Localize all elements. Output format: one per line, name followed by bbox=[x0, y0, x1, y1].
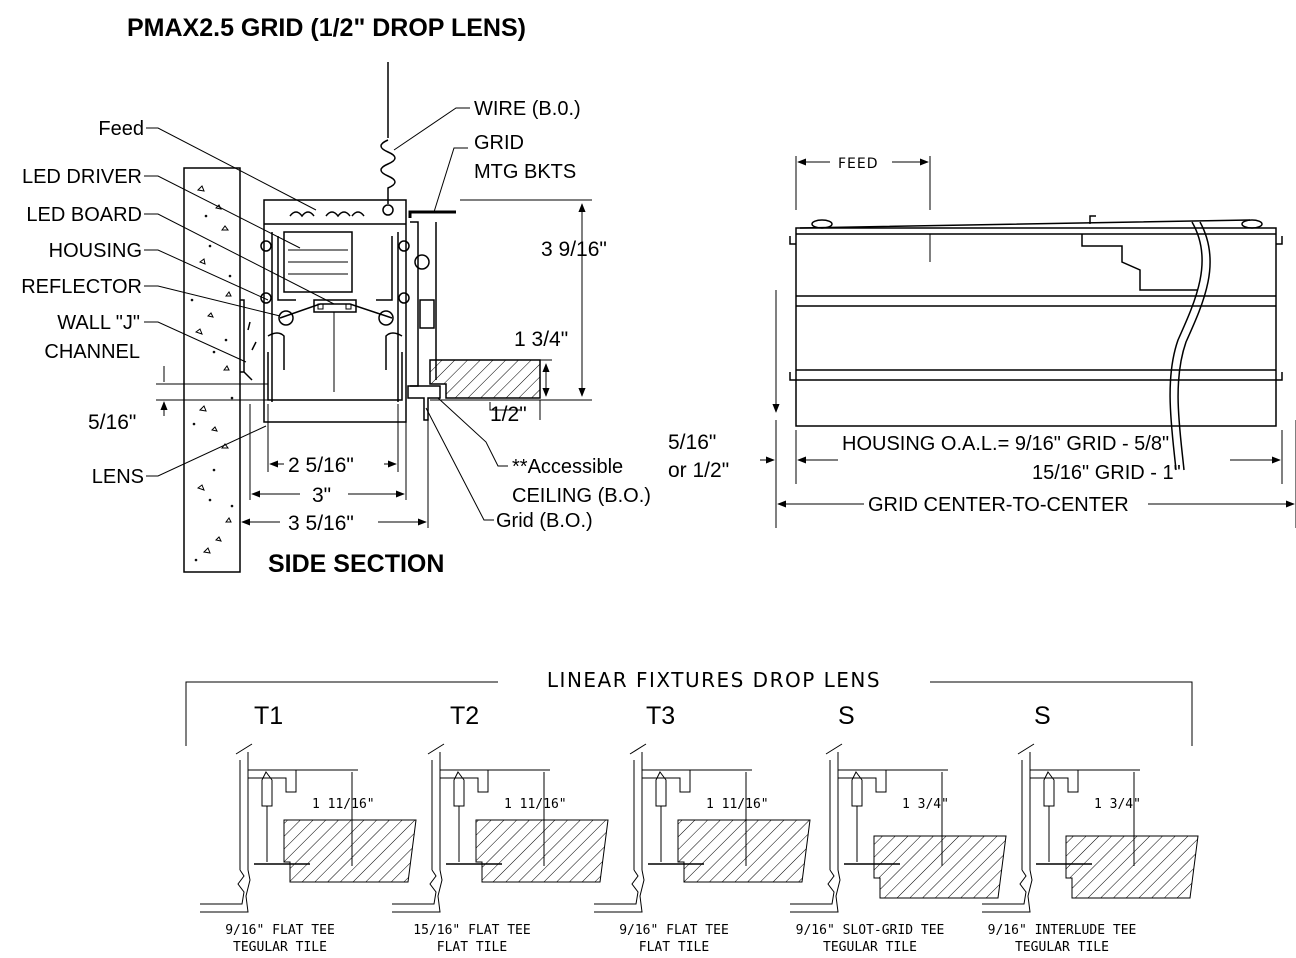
dim-3-9-16: 3 9/16" bbox=[541, 238, 607, 261]
callout-wire: WIRE (B.0.) bbox=[474, 98, 581, 120]
hanger-wire bbox=[380, 62, 396, 204]
detail-caption-1: 9/16" FLAT TEE bbox=[619, 923, 729, 938]
led-driver bbox=[283, 231, 353, 293]
detail-caption-1: 9/16" FLAT TEE bbox=[225, 923, 335, 938]
concrete-speckle bbox=[190, 185, 234, 562]
detail-dimension: 1 3/4" bbox=[1094, 797, 1141, 812]
grid-center-to-center: GRID CENTER-TO-CENTER bbox=[868, 494, 1129, 516]
fixture-body bbox=[795, 227, 1277, 427]
callout-mtg-bkts: MTG BKTS bbox=[474, 161, 576, 183]
detail-caption-2: TEGULAR TILE bbox=[823, 940, 917, 955]
callout-accessible: **Accessible bbox=[512, 456, 623, 478]
housing-frame bbox=[263, 199, 407, 423]
detail-4: S 1 3/4" 9/16" SLOT-GRID TEE TEGULAR TILE bbox=[790, 702, 1007, 955]
detail-dimension: 1 3/4" bbox=[902, 797, 949, 812]
detail-caption-1: 9/16" SLOT-GRID TEE bbox=[796, 923, 945, 938]
side-section-caption: SIDE SECTION bbox=[268, 550, 444, 578]
dim-3-5-16: 3 5/16" bbox=[288, 512, 354, 535]
side-section-drawing bbox=[144, 62, 592, 573]
callout-lens: LENS bbox=[92, 466, 144, 488]
end-feed-label: FEED bbox=[838, 156, 879, 172]
grid-tee bbox=[407, 385, 441, 421]
detail-dimension: 1 11/16" bbox=[706, 797, 769, 812]
end-drop-1: 5/16" bbox=[668, 431, 716, 454]
detail-5: S 1 3/4" 9/16" INTERLUDE TEE TEGULAR TILE bbox=[982, 702, 1199, 955]
wall-j-channel bbox=[240, 299, 253, 381]
detail-tag: T3 bbox=[646, 702, 675, 730]
callout-led-board: LED BOARD bbox=[26, 204, 142, 226]
linear-details: T1 1 11/16" 9/16" FLAT TEE TEGULAR TILE T2 1 … bbox=[200, 702, 1199, 955]
detail-tag: S bbox=[838, 702, 855, 730]
end-drop-2: or 1/2" bbox=[668, 459, 729, 482]
dim-2-5-16: 2 5/16" bbox=[288, 454, 354, 477]
dim-5-16-side: 5/16" bbox=[88, 411, 136, 434]
callout-reflector: REFLECTOR bbox=[21, 276, 142, 298]
dim-1-2: 1/2" bbox=[490, 403, 527, 426]
detail-caption-2: TEGULAR TILE bbox=[233, 940, 327, 955]
callout-grid: GRID bbox=[474, 132, 524, 154]
callout-grid-bo: Grid (B.O.) bbox=[496, 510, 593, 532]
detail-caption-2: FLAT TILE bbox=[437, 940, 507, 955]
detail-dimension: 1 11/16" bbox=[504, 797, 567, 812]
dim-1-3-4: 1 3/4" bbox=[514, 328, 568, 351]
housing-oal-line-1: HOUSING O.A.L.= 9/16" GRID - 5/8" bbox=[842, 433, 1169, 455]
page-title: PMAX2.5 GRID (1/2" DROP LENS) bbox=[127, 14, 526, 42]
detail-caption-2: TEGULAR TILE bbox=[1015, 940, 1109, 955]
detail-caption-2: FLAT TILE bbox=[639, 940, 709, 955]
lens bbox=[267, 352, 403, 401]
end-view-drawing bbox=[760, 156, 1296, 528]
linear-heading: LINEAR FIXTURES DROP LENS bbox=[547, 668, 881, 692]
linear-bracket bbox=[185, 681, 1193, 746]
feed-wire bbox=[1169, 221, 1203, 471]
reflector bbox=[279, 303, 393, 319]
ceiling-tile bbox=[429, 359, 541, 399]
housing-oal-line-2: 15/16" GRID - 1" bbox=[1032, 462, 1181, 484]
grid-mtg-bracket bbox=[408, 210, 456, 218]
led-board bbox=[313, 299, 357, 313]
callout-ceiling: CEILING (B.O.) bbox=[512, 485, 651, 507]
concrete-wall bbox=[183, 167, 241, 573]
detail-caption-1: 9/16" INTERLUDE TEE bbox=[988, 923, 1137, 938]
detail-tag: T1 bbox=[254, 702, 283, 730]
detail-3: T3 1 11/16" 9/16" FLAT TEE FLAT TILE bbox=[594, 702, 811, 955]
dim-3: 3" bbox=[312, 484, 331, 507]
callout-housing: HOUSING bbox=[49, 240, 142, 262]
detail-dimension: 1 11/16" bbox=[312, 797, 375, 812]
detail-2: T2 1 11/16" 15/16" FLAT TEE FLAT TILE bbox=[392, 702, 609, 955]
detail-tag: T2 bbox=[450, 702, 479, 730]
callout-led-driver: LED DRIVER bbox=[22, 166, 142, 188]
callout-feed: Feed bbox=[98, 118, 144, 140]
callout-wall-j: WALL "J" bbox=[57, 312, 140, 334]
callout-wall-channel: CHANNEL bbox=[44, 341, 140, 363]
detail-tag: S bbox=[1034, 702, 1051, 730]
detail-1: T1 1 11/16" 9/16" FLAT TEE TEGULAR TILE bbox=[200, 702, 417, 955]
detail-caption-1: 15/16" FLAT TEE bbox=[413, 923, 530, 938]
